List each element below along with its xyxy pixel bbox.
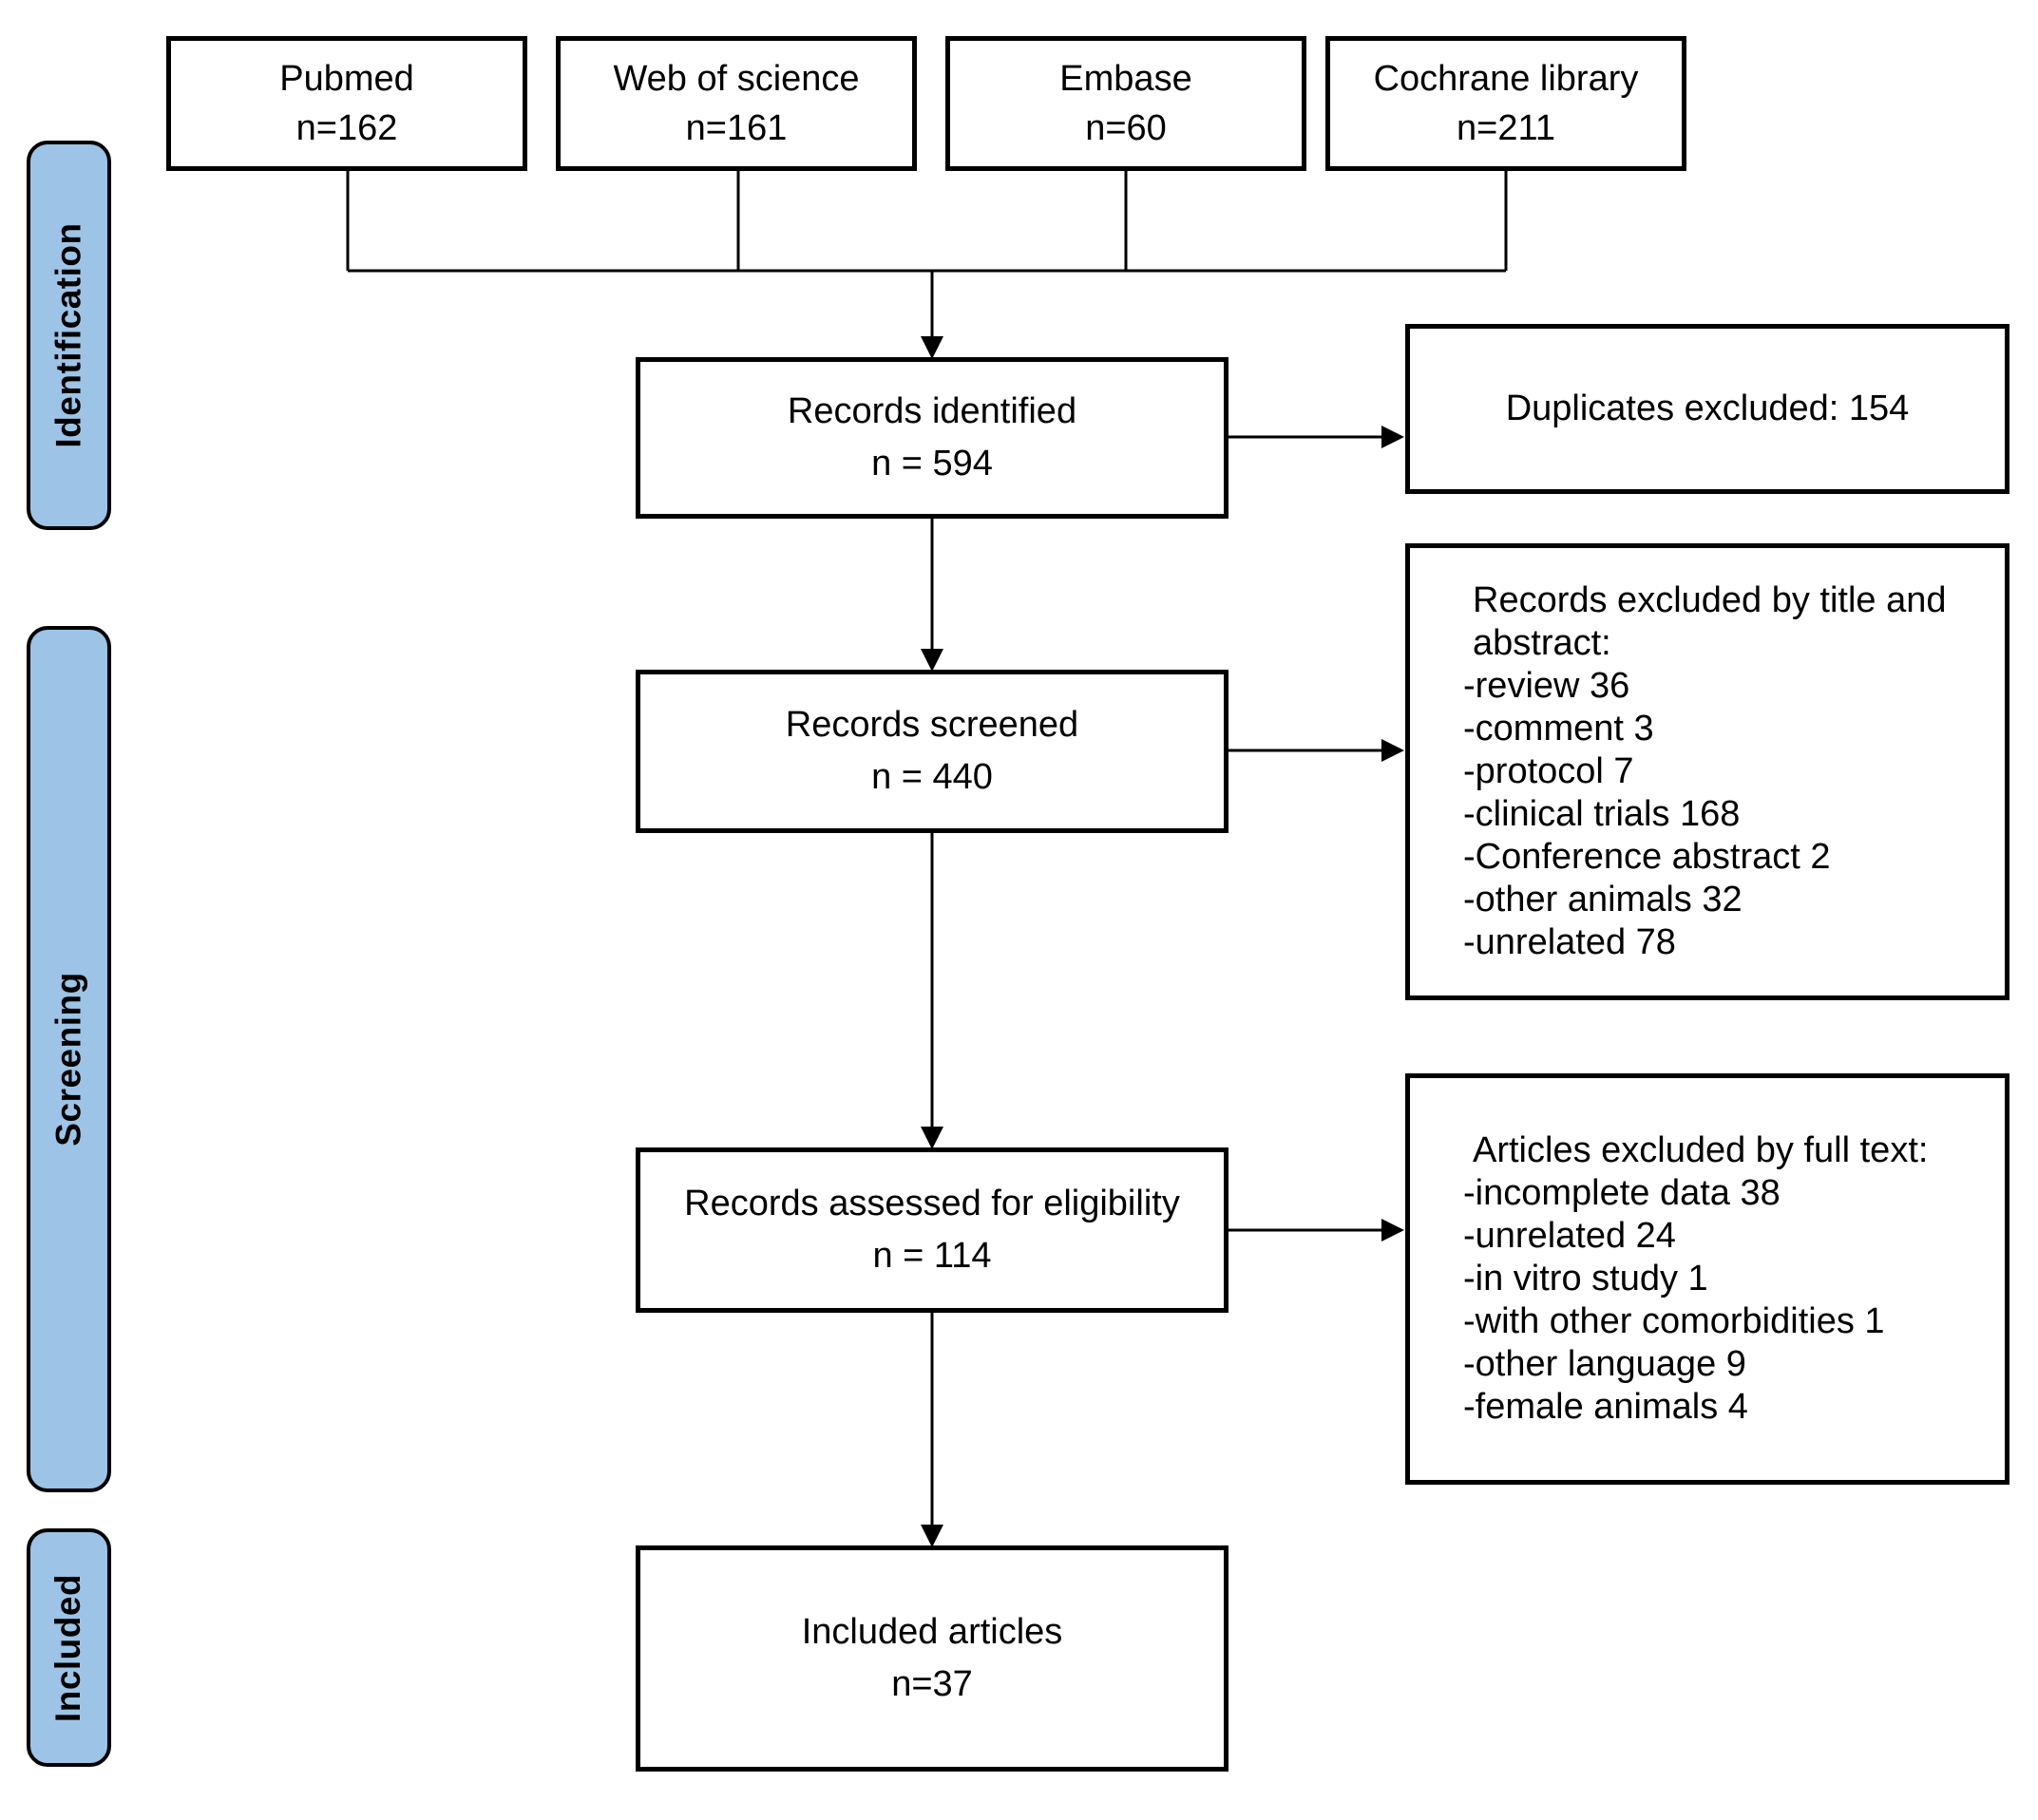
source-wos-count: n=161 [685, 108, 788, 148]
records-assessed-count: n = 114 [872, 1236, 992, 1276]
stage-box-included-articles: Included articles n=37 [636, 1545, 1229, 1772]
title-abstract-item: -review 36 [1463, 666, 1630, 706]
title-abstract-item: -comment 3 [1463, 709, 1654, 749]
records-identified-count: n = 594 [871, 444, 993, 483]
included-articles-count: n=37 [891, 1664, 973, 1704]
title-abstract-item: -other animals 32 [1463, 880, 1743, 919]
source-cochrane-label: Cochrane library [1373, 59, 1639, 99]
source-box-pubmed: Pubmed n=162 [166, 36, 527, 171]
source-box-cochrane: Cochrane library n=211 [1325, 36, 1686, 171]
records-assessed-label: Records assessed for eligibility [684, 1184, 1180, 1223]
arrow-into-assessed [921, 1127, 943, 1149]
title-abstract-item: -clinical trials 168 [1463, 794, 1741, 834]
arrow-into-fulltext [1381, 1219, 1404, 1242]
source-embase-label: Embase [1059, 59, 1192, 99]
phase-screening-label: Screening [48, 972, 88, 1147]
title-abstract-header-line2: abstract: [1473, 623, 1611, 663]
source-wos-label: Web of science [613, 59, 860, 99]
title-abstract-item: -Conference abstract 2 [1463, 837, 1831, 877]
stage-box-records-screened: Records screened n = 440 [636, 670, 1229, 833]
arrow-into-duplicates [1381, 426, 1404, 448]
arrow-into-screened [921, 649, 943, 672]
phase-screening: Screening [27, 626, 111, 1492]
full-text-item: -in vitro study 1 [1463, 1259, 1708, 1299]
records-screened-count: n = 440 [871, 757, 993, 797]
arrow-into-included [921, 1525, 943, 1547]
phase-included-label: Included [48, 1573, 88, 1722]
source-box-web-of-science: Web of science n=161 [556, 36, 917, 171]
source-embase-count: n=60 [1085, 108, 1167, 148]
full-text-item: -with other comorbidities 1 [1463, 1301, 1885, 1341]
phase-identification: Identification [27, 141, 111, 530]
full-text-item: -female animals 4 [1463, 1387, 1748, 1427]
duplicates-excluded-label: Duplicates excluded: 154 [1505, 389, 1910, 428]
stage-box-records-identified: Records identified n = 594 [636, 357, 1229, 519]
source-connector-lines [346, 171, 1508, 340]
title-abstract-item: -unrelated 78 [1463, 922, 1676, 962]
full-text-item: -other language 9 [1463, 1344, 1746, 1384]
source-cochrane-count: n=211 [1457, 108, 1555, 148]
records-screened-label: Records screened [785, 705, 1079, 745]
phase-identification-label: Identification [48, 222, 88, 448]
title-abstract-item: -protocol 7 [1463, 751, 1634, 791]
exclusion-box-full-text: Articles excluded by full text: -incompl… [1405, 1073, 2009, 1485]
full-text-header: Articles excluded by full text: [1473, 1130, 1929, 1170]
full-text-item: -incomplete data 38 [1463, 1173, 1781, 1213]
exclusion-box-title-abstract: Records excluded by title and abstract: … [1405, 543, 2009, 1000]
included-articles-label: Included articles [801, 1612, 1063, 1652]
source-pubmed-label: Pubmed [279, 59, 414, 99]
arrow-into-titleabstract [1381, 739, 1404, 762]
title-abstract-header-line1: Records excluded by title and [1473, 580, 1947, 620]
exclusion-box-duplicates: Duplicates excluded: 154 [1405, 324, 2009, 494]
arrow-into-identified [921, 336, 943, 359]
stage-box-records-assessed: Records assessed for eligibility n = 114 [636, 1147, 1229, 1313]
full-text-item: -unrelated 24 [1463, 1216, 1676, 1256]
records-identified-label: Records identified [787, 391, 1077, 431]
phase-included: Included [27, 1528, 111, 1767]
source-pubmed-count: n=162 [295, 108, 398, 148]
source-box-embase: Embase n=60 [945, 36, 1306, 171]
